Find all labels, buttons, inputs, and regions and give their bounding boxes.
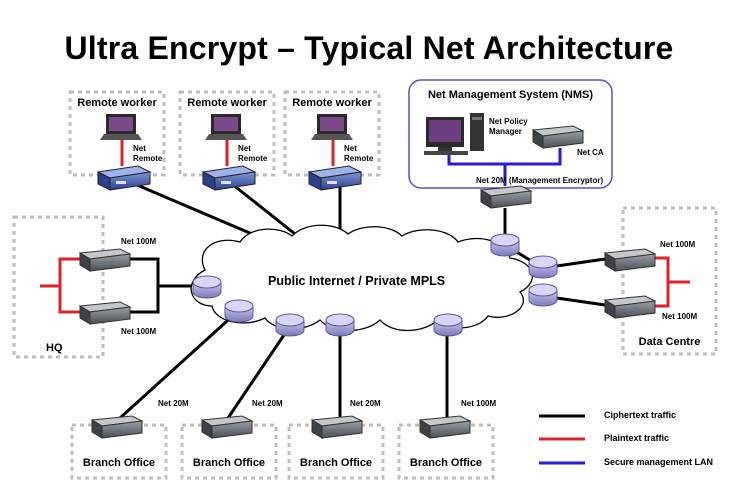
remote-device-label-3: Net Remote: [344, 144, 374, 163]
router-icon: [528, 255, 558, 279]
dc-device-label-2: Net 100M: [662, 312, 698, 321]
branch-device-label-4: Net 100M: [461, 399, 497, 408]
branch-title-1: Branch Office: [82, 457, 156, 469]
laptop-icon: [100, 114, 142, 140]
hq-device-label-2: Net 100M: [121, 327, 157, 336]
encryptor-icon: [90, 415, 144, 439]
router-icon: [490, 233, 520, 257]
branch-box-2: [180, 423, 278, 480]
branch-title-3: Branch Office: [299, 457, 373, 469]
data-centre-title: Data Centre: [638, 336, 701, 348]
branch-box-4: [397, 423, 495, 480]
remote-units: [96, 165, 363, 191]
policy-manager-label: Net Policy Manager: [489, 117, 528, 136]
management-encryptor-label: Net 20M (Management Encryptor): [476, 176, 604, 185]
remote-encryptor-icon: [307, 165, 363, 191]
remote-worker-title-1: Remote worker: [77, 97, 157, 109]
encryptor-icon: [479, 185, 533, 209]
branch-device-label-1: Net 20M: [158, 399, 189, 408]
cloud-label: Public Internet / Private MPLS: [268, 274, 446, 288]
branch-device-label-3: Net 20M: [350, 399, 381, 408]
remote-device-label-2: Net Remote: [238, 144, 268, 163]
encryptor-icon: [200, 415, 254, 439]
encryptor-units: [78, 125, 657, 439]
encryptor-icon: [603, 248, 657, 272]
legend-plaintext-label: Plaintext traffic: [604, 433, 670, 443]
ciphertext-links: [118, 180, 613, 420]
encryptor-icon: [78, 301, 132, 325]
management-lan: [447, 148, 562, 186]
net-ca-label: Net CA: [577, 148, 604, 157]
encryptor-icon: [418, 415, 472, 439]
remote-device-label-1: Net Remote: [133, 144, 163, 163]
dc-device-label-1: Net 100M: [660, 240, 696, 249]
hq-device-label-1: Net 100M: [121, 237, 157, 246]
remote-worker-title-2: Remote worker: [187, 97, 267, 109]
encryptor-icon: [310, 415, 364, 439]
encryptor-icon: [603, 295, 657, 319]
nms-title: Net Management System (NMS): [427, 89, 594, 101]
router-icon: [433, 313, 463, 337]
branch-box-3: [287, 423, 385, 480]
router-icon: [528, 283, 558, 307]
router-icon: [325, 313, 355, 337]
legend-ciphertext-label: Ciphertext traffic: [604, 410, 677, 420]
encryptor-icon: [78, 248, 132, 272]
encryptor-icon: [531, 125, 585, 149]
legend-management-label: Secure management LAN: [604, 457, 714, 467]
branch-box-1: [70, 423, 168, 480]
branch-title-4: Branch Office: [409, 457, 483, 469]
remote-encryptor-icon: [201, 165, 257, 191]
router-icon: [275, 313, 305, 337]
hq-title: HQ: [46, 342, 63, 354]
remote-worker-title-3: Remote worker: [292, 97, 372, 109]
router-icon: [192, 275, 222, 299]
branch-device-label-2: Net 20M: [252, 399, 283, 408]
workstation-icon: [424, 113, 484, 155]
router-icon: [224, 299, 254, 323]
branch-title-2: Branch Office: [192, 457, 266, 469]
laptop-icon: [205, 114, 247, 140]
hq-box: [12, 215, 105, 359]
page-title: Ultra Encrypt – Typical Net Architecture: [64, 30, 674, 66]
remote-encryptor-icon: [96, 165, 152, 191]
plaintext-links: [40, 138, 690, 314]
legend-lines: [539, 414, 585, 465]
laptop-icon: [311, 114, 353, 140]
laptops: [100, 114, 353, 140]
routers: [192, 233, 558, 337]
